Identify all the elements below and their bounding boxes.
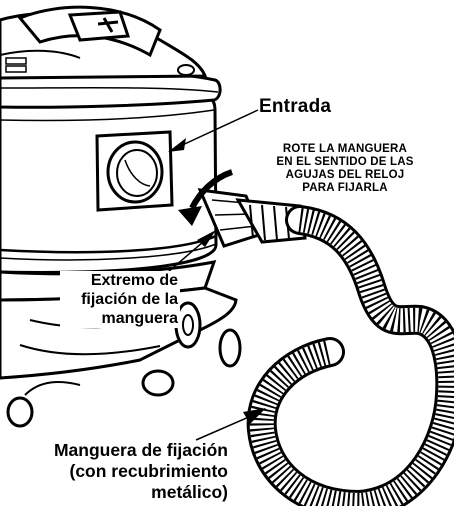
hose-end-pointer-arrow [167,230,216,273]
entrada-pointer-arrow [168,109,259,152]
rotate-instruction-line: AGUJAS DEL RELOJ [285,169,405,181]
lid-ring [0,68,222,109]
hose-end-label: Extremo de fijación de la manguera [60,271,180,328]
rotate-instruction-line: ROTE LA MANGUERA [282,143,408,155]
hose-label: Manguera de fijación (con recubrimiento … [16,440,228,503]
hose-label-line: metálico) [151,482,228,502]
lid-handle [0,5,208,80]
hose-label-line: Manguera de fijación [53,440,228,460]
inlet-label: Entrada [259,96,332,117]
rotate-arrow [178,169,234,226]
hose-end-line: Extremo de [90,272,178,289]
hose-fitting [197,188,307,248]
rotate-instruction-line: EN EL SENTIDO DE LAS [276,156,414,168]
hose-pointer-arrow [195,408,266,441]
rotate-instruction-label: ROTE LA MANGUERA EN EL SENTIDO DE LAS AG… [257,143,433,195]
hose-end-line: fijación de la [81,291,178,308]
rotate-instruction-line: PARA FIJARLA [302,182,388,194]
hose-end-line: manguera [101,310,178,327]
hose-label-line: (con recubrimiento [69,461,229,481]
corrugated-hose [246,205,454,506]
inlet-port [95,130,174,212]
